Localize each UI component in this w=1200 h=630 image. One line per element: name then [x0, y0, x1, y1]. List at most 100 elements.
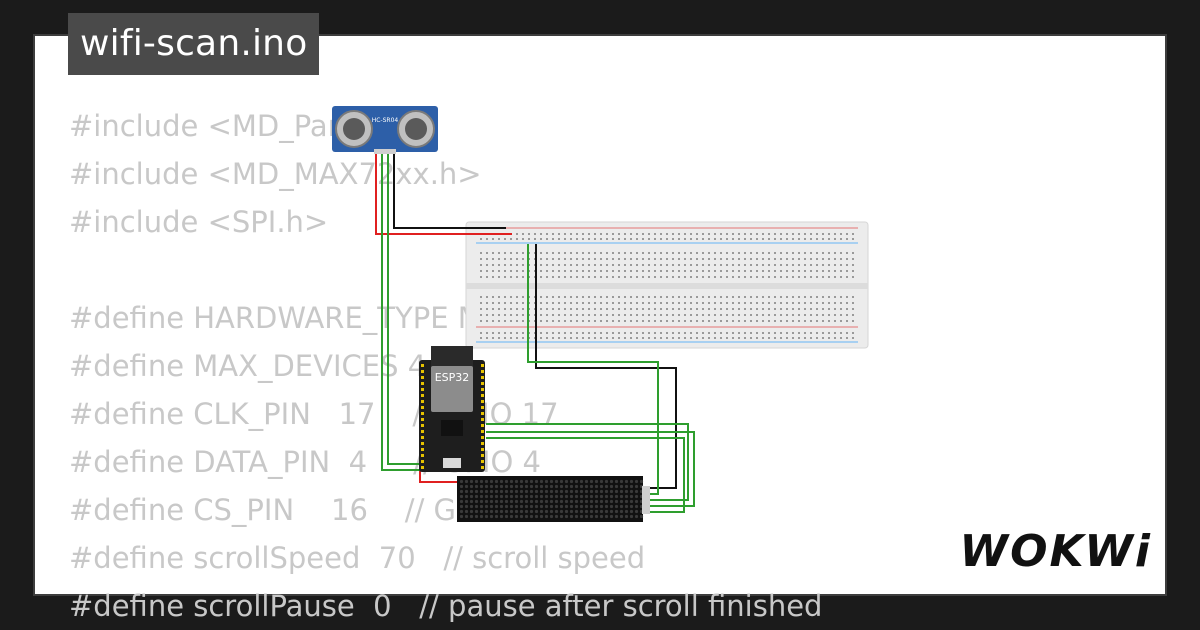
breadboard-hole	[546, 238, 548, 240]
breadboard-hole	[846, 302, 848, 304]
breadboard-hole	[690, 308, 692, 310]
wire-green[interactable]	[381, 150, 695, 513]
breadboard-hole	[702, 276, 704, 278]
breadboard-hole	[744, 252, 746, 254]
breadboard-hole	[732, 264, 734, 266]
breadboard-hole	[510, 320, 512, 322]
breadboard-hole	[834, 337, 836, 339]
breadboard-hole	[516, 337, 518, 339]
breadboard-hole	[558, 238, 560, 240]
esp32-pin	[421, 376, 424, 379]
matrix-led	[604, 489, 609, 494]
matrix-led	[499, 489, 504, 494]
breadboard-hole	[636, 332, 638, 334]
breadboard-hole	[828, 332, 830, 334]
breadboard-hole	[498, 258, 500, 260]
breadboard-hole	[504, 264, 506, 266]
breadboard-hole	[696, 314, 698, 316]
breadboard-hole	[840, 252, 842, 254]
breadboard-hole	[516, 296, 518, 298]
breadboard-hole	[498, 332, 500, 334]
breadboard-hole	[768, 320, 770, 322]
breadboard-hole	[540, 238, 542, 240]
matrix-led	[624, 504, 629, 509]
matrix-led	[579, 489, 584, 494]
breadboard-hole	[810, 320, 812, 322]
matrix-led	[624, 489, 629, 494]
breadboard-hole	[804, 258, 806, 260]
esp32-board[interactable]: ESP32	[419, 346, 485, 472]
breadboard-hole	[708, 233, 710, 235]
breadboard-hole	[600, 332, 602, 334]
breadboard-hole	[624, 264, 626, 266]
breadboard-hole	[504, 308, 506, 310]
breadboard-hole	[612, 332, 614, 334]
breadboard-hole	[624, 296, 626, 298]
breadboard-hole	[828, 314, 830, 316]
breadboard-hole	[744, 233, 746, 235]
matrix-led	[469, 514, 474, 519]
breadboard-hole	[522, 264, 524, 266]
breadboard-hole	[852, 302, 854, 304]
esp32-pin	[481, 418, 484, 421]
breadboard-hole	[672, 238, 674, 240]
breadboard-hole	[804, 296, 806, 298]
breadboard-hole	[558, 308, 560, 310]
matrix-led	[584, 494, 589, 499]
matrix-led	[589, 489, 594, 494]
breadboard-hole	[768, 270, 770, 272]
breadboard-hole	[588, 258, 590, 260]
breadboard-hole	[480, 314, 482, 316]
breadboard-hole	[582, 332, 584, 334]
breadboard-hole	[828, 258, 830, 260]
breadboard-hole	[498, 337, 500, 339]
matrix-led	[594, 479, 599, 484]
matrix-led	[484, 509, 489, 514]
led-matrix[interactable]	[457, 476, 650, 522]
breadboard-hole	[726, 238, 728, 240]
breadboard-hole	[702, 270, 704, 272]
breadboard-hole	[828, 308, 830, 310]
matrix-led	[494, 479, 499, 484]
wire-red[interactable]	[375, 150, 512, 483]
breadboard-hole	[774, 258, 776, 260]
breadboard-hole	[792, 302, 794, 304]
breadboard-hole	[702, 233, 704, 235]
breadboard-hole	[612, 276, 614, 278]
matrix-led	[584, 479, 589, 484]
breadboard-hole	[732, 276, 734, 278]
breadboard-hole	[678, 320, 680, 322]
breadboard-hole	[804, 238, 806, 240]
ultrasonic-sensor[interactable]: HC-SR04	[332, 106, 438, 154]
matrix-led	[549, 494, 554, 499]
breadboard-hole	[678, 270, 680, 272]
matrix-led	[574, 489, 579, 494]
breadboard-hole	[816, 314, 818, 316]
breadboard-hole	[780, 270, 782, 272]
breadboard-hole	[720, 264, 722, 266]
breadboard-hole	[510, 276, 512, 278]
breadboard-hole	[744, 320, 746, 322]
breadboard-hole	[492, 314, 494, 316]
breadboard-hole	[594, 252, 596, 254]
esp32-pin	[481, 430, 484, 433]
matrix-led	[589, 484, 594, 489]
matrix-led	[629, 479, 634, 484]
matrix-led	[614, 499, 619, 504]
breadboard-hole	[744, 276, 746, 278]
breadboard-hole	[564, 308, 566, 310]
breadboard-hole	[702, 252, 704, 254]
breadboard-hole	[822, 302, 824, 304]
breadboard-hole	[786, 270, 788, 272]
breadboard-hole	[594, 264, 596, 266]
wire-black[interactable]	[393, 150, 677, 489]
breadboard-hole	[786, 264, 788, 266]
breadboard-hole	[786, 308, 788, 310]
breadboard[interactable]	[465, 221, 869, 349]
breadboard-hole	[762, 264, 764, 266]
breadboard-hole	[546, 320, 548, 322]
breadboard-hole	[846, 320, 848, 322]
breadboard-hole	[618, 308, 620, 310]
breadboard-hole	[690, 337, 692, 339]
breadboard-hole	[720, 332, 722, 334]
